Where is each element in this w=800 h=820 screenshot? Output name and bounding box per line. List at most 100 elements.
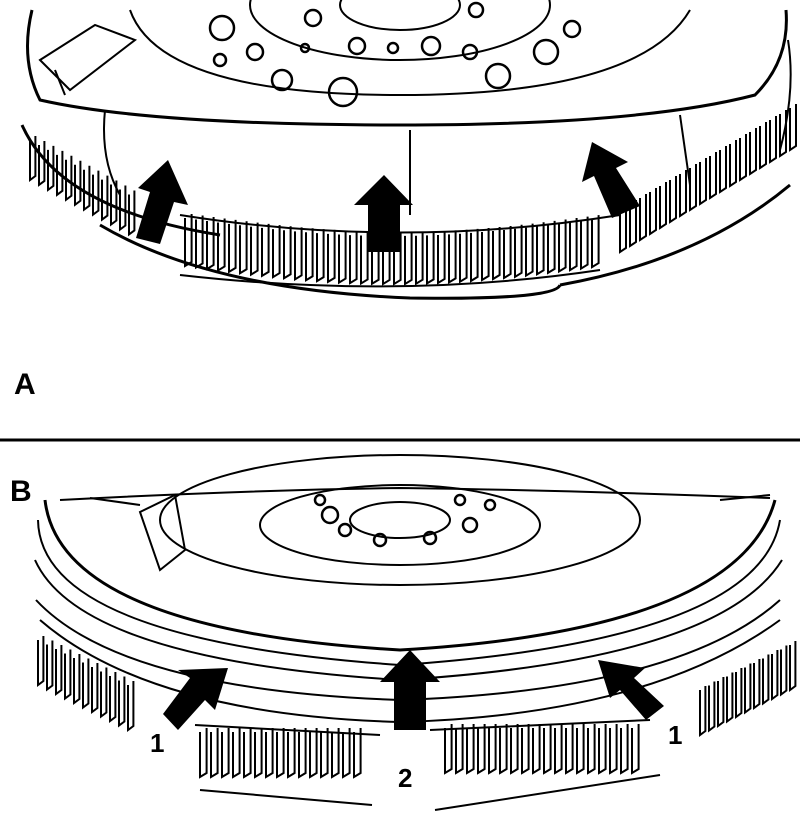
- gear-tooth: [228, 219, 237, 274]
- gear-tooth: [444, 724, 453, 775]
- gear-tooth: [250, 222, 259, 277]
- gear-tooth: [239, 221, 248, 276]
- gear-tooth: [580, 216, 589, 271]
- panel-b-ring-gear-teeth: [37, 636, 797, 779]
- gear-tooth: [503, 225, 512, 280]
- gear-tooth: [261, 223, 270, 278]
- gear-tooth: [360, 231, 369, 286]
- gear-tooth: [631, 724, 640, 775]
- gear-tooth: [532, 724, 541, 775]
- gear-tooth: [659, 182, 667, 230]
- gear-tooth: [587, 724, 596, 775]
- gear-tooth: [254, 728, 263, 779]
- gear-tooth: [46, 640, 54, 692]
- gear-tooth: [353, 728, 362, 779]
- panel-b-bolt-holes: [313, 493, 497, 548]
- gear-tooth: [455, 724, 464, 775]
- gear-tooth: [448, 230, 457, 285]
- gear-tooth: [510, 724, 519, 775]
- gear-tooth: [739, 134, 747, 182]
- gear-tooth: [459, 229, 468, 284]
- gear-tooth: [243, 728, 252, 779]
- gear-tooth: [466, 724, 475, 775]
- gear-tooth: [221, 728, 230, 779]
- panel-a-bolt-holes: [208, 1, 582, 108]
- gear-tooth: [708, 681, 716, 733]
- gear-tooth: [127, 681, 135, 732]
- gear-tooth: [342, 728, 351, 779]
- gear-tooth: [217, 218, 226, 273]
- up-arrow-icon: [598, 660, 664, 720]
- callout-right: 1: [668, 720, 683, 750]
- gear-tooth: [735, 668, 743, 719]
- gear-tooth: [110, 180, 118, 227]
- gear-tooth: [283, 226, 292, 281]
- gear-tooth: [232, 728, 241, 779]
- panel-b-flywheel: [34, 454, 783, 811]
- gear-tooth: [109, 672, 117, 723]
- gear-tooth: [294, 227, 303, 282]
- gear-tooth: [298, 728, 307, 779]
- gear-tooth: [717, 677, 725, 728]
- gear-tooth: [83, 165, 91, 212]
- gear-tooth: [525, 223, 534, 278]
- gear-tooth: [569, 218, 578, 272]
- gear-tooth: [74, 160, 82, 207]
- gear-tooth: [320, 728, 329, 779]
- gear-tooth: [543, 724, 552, 775]
- gear-tooth: [620, 724, 629, 775]
- gear-tooth: [629, 200, 637, 248]
- gear-tooth: [492, 227, 501, 281]
- gear-tooth: [119, 185, 127, 232]
- gear-tooth: [29, 136, 37, 182]
- gear-tooth: [331, 728, 340, 779]
- up-arrow-icon: [163, 668, 228, 730]
- gear-tooth: [56, 150, 64, 197]
- gear-tooth: [554, 724, 563, 775]
- gear-tooth: [206, 216, 215, 271]
- gear-tooth: [309, 728, 318, 779]
- gear-tooth: [499, 724, 508, 775]
- gear-tooth: [92, 170, 100, 217]
- gear-tooth: [779, 110, 787, 158]
- gear-tooth: [689, 164, 697, 212]
- up-arrow-icon: [136, 160, 188, 244]
- gear-tooth: [338, 230, 347, 285]
- gear-tooth: [470, 228, 479, 283]
- gear-tooth: [558, 219, 567, 274]
- gear-tooth: [128, 190, 136, 237]
- gear-tooth: [82, 658, 90, 710]
- gear-tooth: [272, 225, 281, 279]
- gear-tooth: [393, 231, 402, 286]
- gear-tooth: [744, 663, 752, 715]
- gear-tooth: [91, 663, 99, 714]
- gear-tooth: [591, 215, 600, 269]
- gear-tooth: [73, 654, 81, 705]
- gear-tooth: [327, 229, 336, 284]
- panel-b-arrow-left: [163, 668, 228, 730]
- gear-tooth: [100, 667, 108, 719]
- gear-tooth: [749, 128, 757, 176]
- gear-tooth: [404, 231, 413, 286]
- gear-tooth: [210, 728, 219, 779]
- gear-tooth: [576, 724, 585, 775]
- panel-b-arrow-right: [598, 660, 664, 720]
- gear-tooth: [726, 672, 734, 724]
- callout-center: 2: [398, 763, 413, 793]
- gear-tooth: [762, 654, 770, 706]
- gear-tooth: [789, 641, 797, 692]
- gear-tooth: [316, 229, 325, 283]
- gear-tooth: [437, 230, 446, 285]
- gear-tooth: [729, 140, 737, 188]
- gear-tooth: [709, 152, 717, 200]
- gear-tooth: [669, 176, 677, 224]
- gear-tooth: [753, 659, 761, 710]
- gear-tooth: [719, 146, 727, 194]
- gear-tooth: [184, 214, 193, 268]
- panel-a-arrow-left: [136, 160, 188, 244]
- up-arrow-icon: [354, 175, 413, 252]
- gear-tooth: [639, 194, 647, 242]
- up-arrow-icon: [582, 142, 640, 218]
- gear-tooth: [699, 158, 707, 206]
